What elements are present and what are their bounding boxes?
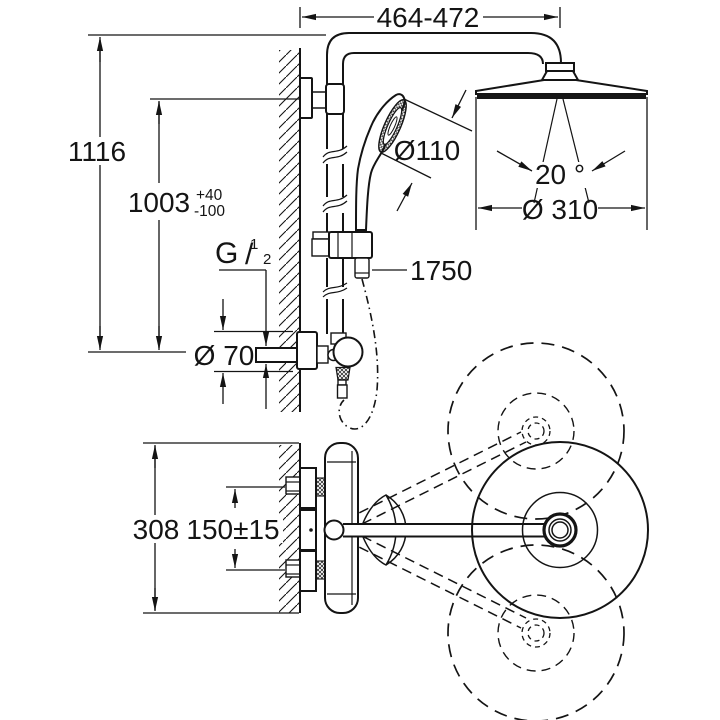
dim-span-label: 464-472 <box>377 2 480 33</box>
plan-supply-connections <box>285 467 326 592</box>
dim-connection-centers: 150±15 <box>185 486 285 571</box>
hose-nipple <box>354 257 370 279</box>
dim-hose-length: 1750 <box>372 255 472 286</box>
plan-shower-arm <box>323 519 546 541</box>
spray-face <box>477 94 646 99</box>
dim-depth-label: 308 <box>133 514 180 545</box>
dim-headshower: Ø 310 <box>475 97 648 230</box>
hand-shower <box>354 93 407 231</box>
shower-hose <box>338 278 379 430</box>
valve-knob <box>332 336 364 368</box>
dim-handshower-label: Ø110 <box>394 135 460 166</box>
thermostat-valve <box>255 331 364 399</box>
pipe-break-mark <box>322 194 348 213</box>
dim-head-height-label: 1003 <box>128 187 190 218</box>
dim-hose-length-label: 1750 <box>410 255 472 286</box>
dim-overall-height: 1116 <box>63 37 131 350</box>
dim-depth: 308 <box>129 442 299 614</box>
wall-bracket <box>299 77 345 119</box>
plan-head-shower <box>471 441 649 619</box>
dim-connection-centers-label: 150±15 <box>186 514 279 545</box>
hose-nut <box>335 366 351 381</box>
dim-tolerance-minus: -100 <box>194 203 225 220</box>
arm-joint <box>323 519 345 541</box>
slide-holder <box>311 231 373 279</box>
dim-head-height: 1003 +40 -100 <box>125 101 243 350</box>
plan-view <box>279 342 649 720</box>
dim-headshower-label: Ø 310 <box>522 194 598 225</box>
pipe-break-mark <box>322 282 348 299</box>
pipe-break-mark <box>322 145 348 164</box>
dim-handshower: Ø110 <box>380 89 473 212</box>
thread-label-g: G <box>215 237 238 270</box>
dim-tolerance-plus: +40 <box>196 187 223 204</box>
shower-pipe <box>322 32 562 334</box>
supply-pipe <box>255 347 299 363</box>
thread-label-num: 1 <box>250 236 258 253</box>
dim-spray-angle-label: 20 ° <box>535 159 585 190</box>
dimensions: 464-472 1116 1003 +40 -100 G 1 / <box>63 2 648 614</box>
head-shower <box>475 62 648 204</box>
dim-spray-angle: 20 ° <box>496 150 626 190</box>
dim-escutcheon: Ø 70 <box>194 299 293 404</box>
dim-span: 464-472 <box>299 2 561 33</box>
escutcheon <box>296 331 318 370</box>
dim-escutcheon-label: Ø 70 <box>194 340 255 371</box>
thread-label-den: 2 <box>263 251 271 268</box>
side-view <box>255 32 648 430</box>
thread-label-slash: / <box>245 238 254 271</box>
dim-overall-height-label: 1116 <box>68 136 126 167</box>
